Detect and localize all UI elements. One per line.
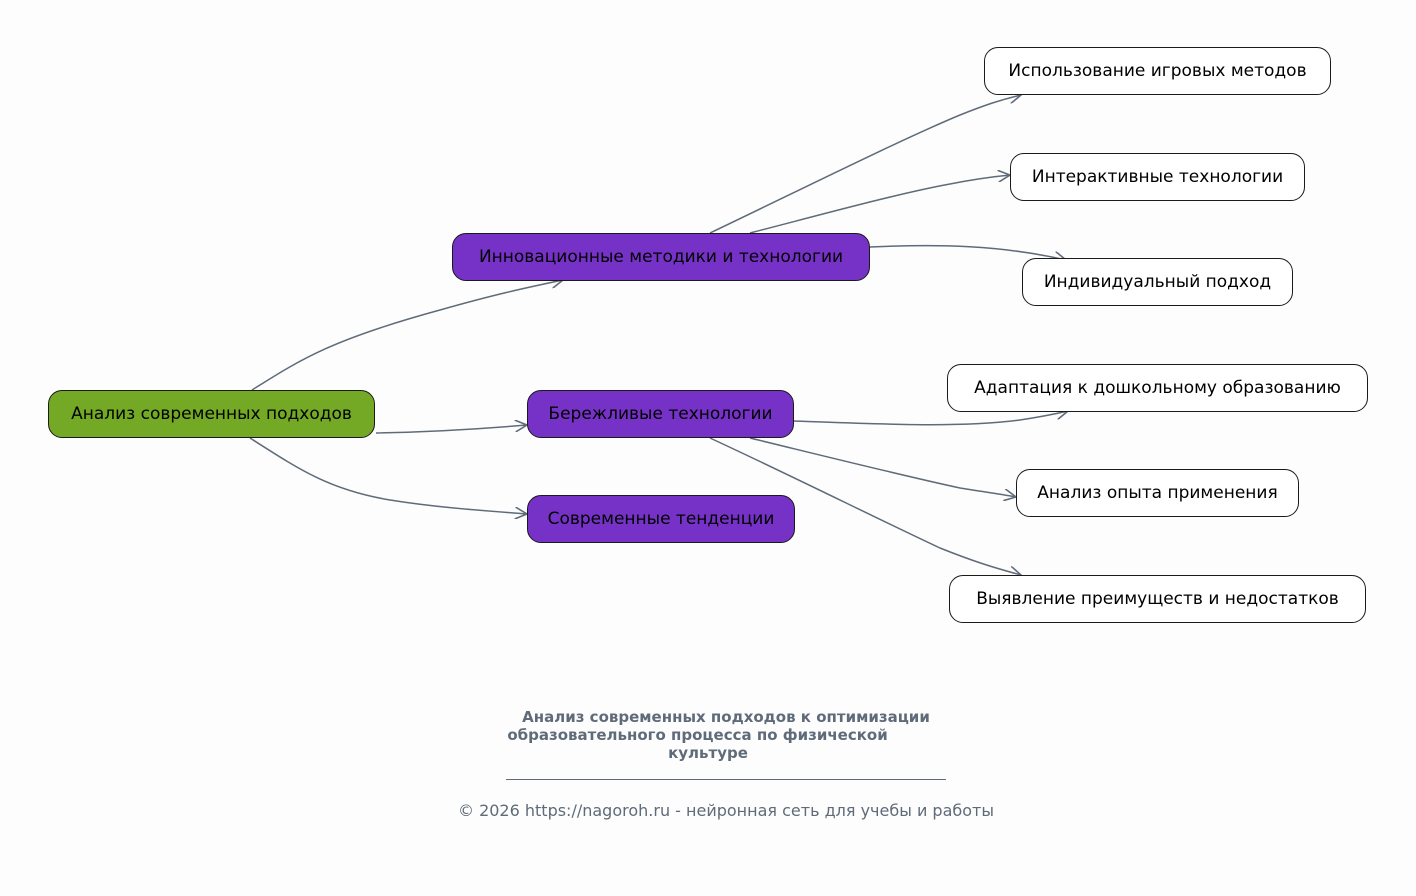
edge-root-to-trends [249,437,527,514]
node-lean-technologies-label: Бережливые технологии [548,404,773,424]
caption-line: культуре [668,744,748,762]
node-game-methods-label: Использование игровых методов [1008,61,1307,81]
node-game-methods: Использование игровых методов [984,47,1331,95]
node-root-label: Анализ современных подходов [71,404,352,424]
diagram-caption: Анализ современных подходов к оптимизаци… [0,708,1416,762]
edge-innovative-to-individual [869,244,1066,260]
node-experience-analysis-label: Анализ опыта применения [1037,483,1278,503]
node-lean-technologies: Бережливые технологии [527,390,794,438]
node-preschool-adaptation: Адаптация к дошкольному образованию [947,364,1368,412]
node-pros-cons-label: Выявление преимуществ и недостатков [976,589,1339,609]
edge-innovative-to-interactive [749,175,1010,234]
node-individual-approach-label: Индивидуальный подход [1043,272,1272,292]
node-preschool-adaptation-label: Адаптация к дошкольному образованию [974,378,1341,398]
edge-lean-to-adaptation [793,411,1068,426]
node-modern-trends-label: Современные тенденции [547,509,775,529]
node-innovative-methods-label: Инновационные методики и технологии [478,247,844,267]
footer-copyright: © 2026 https://nagoroh.ru - нейронная се… [457,801,994,820]
node-modern-trends: Современные тенденции [527,495,795,543]
node-experience-analysis: Анализ опыта применения [1016,469,1299,517]
caption-line: Анализ современных подходов к оптимизаци… [522,708,930,726]
node-interactive-technologies-label: Интерактивные технологии [1031,167,1284,187]
edge-root-to-lean [375,425,527,434]
node-root: Анализ современных подходов [48,390,375,438]
node-pros-cons: Выявление преимуществ и недостатков [949,575,1366,623]
node-individual-approach: Индивидуальный подход [1022,258,1293,306]
caption-divider [506,779,946,780]
node-innovative-methods: Инновационные методики и технологии [452,233,870,281]
caption-line: образовательного процесса по физической [507,726,909,744]
node-interactive-technologies: Интерактивные технологии [1010,153,1305,201]
edge-innovative-to-games [709,95,1021,234]
edge-lean-to-pros-cons [709,437,1021,575]
edge-root-to-innovative [251,280,563,391]
edge-lean-to-analysis [749,437,1016,497]
